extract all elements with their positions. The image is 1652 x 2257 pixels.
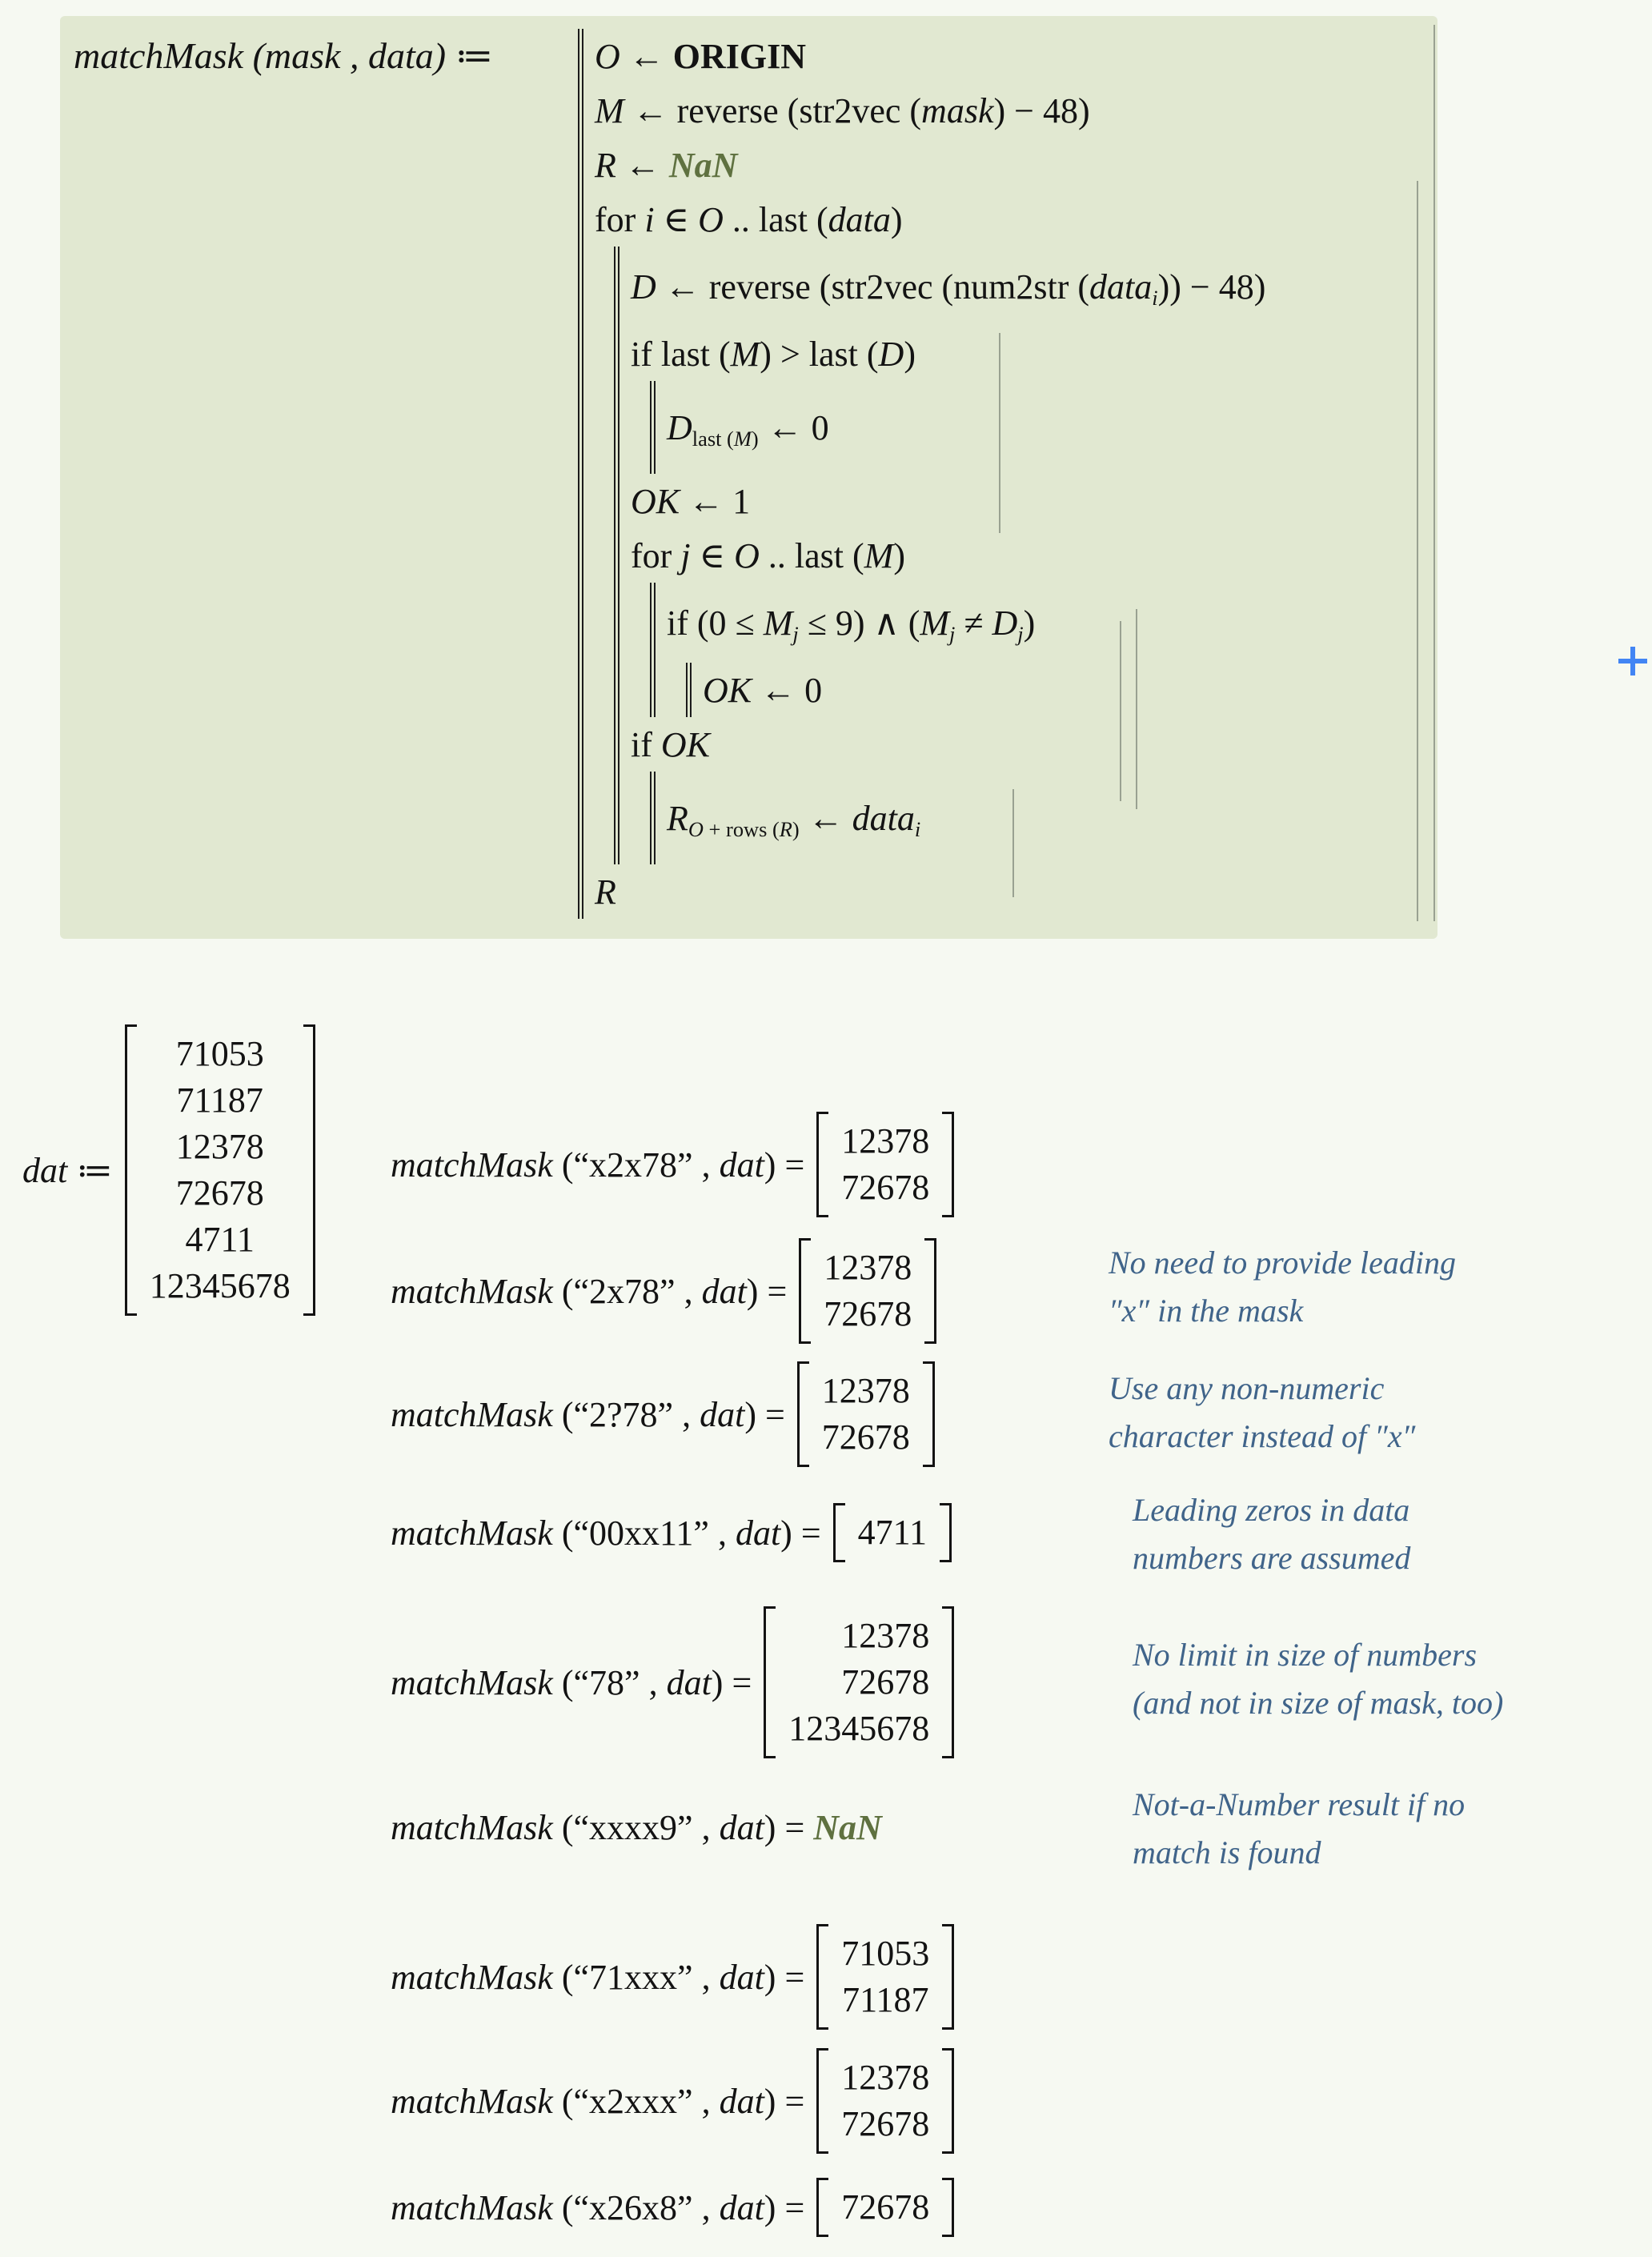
program-line: O ← ORIGIN	[595, 36, 807, 76]
function-call: matchMask (“xxxx9” , dat) =	[391, 1807, 814, 1847]
program-line: OK ← 0	[703, 670, 823, 710]
annotation-text[interactable]: No limit in size of numbers (and not in …	[1133, 1637, 1504, 1721]
program-lhs: matchMask (mask , data) ≔	[74, 35, 503, 76]
program-extent-line	[1417, 181, 1418, 921]
function-call: matchMask (“2?78” , dat) =	[391, 1394, 794, 1434]
program-extent-line	[1136, 609, 1137, 809]
crosshair-vertical-bar	[1630, 647, 1635, 675]
mask-string: “71xxx”	[573, 1957, 693, 1997]
mask-string: “xxxx9”	[573, 1807, 693, 1847]
program-extent-line	[999, 333, 1000, 533]
program-line: M ← reverse (str2vec (mask) − 48)	[595, 90, 1090, 130]
mask-string: “78”	[573, 1662, 640, 1702]
program-line: R ← NaN	[595, 145, 738, 185]
crosshair-cursor-icon	[1618, 647, 1647, 675]
function-call: matchMask (“2x78” , dat) =	[391, 1271, 796, 1311]
annotation-text[interactable]: Use any non-numeric character instead of…	[1109, 1370, 1416, 1454]
program-line: OK ← 1	[631, 481, 751, 521]
result-vector: 72678	[816, 2178, 955, 2237]
annotation-text[interactable]: Leading zeros in data numbers are assume…	[1133, 1492, 1411, 1576]
assign-operator: ≔	[67, 1150, 122, 1190]
program-extent-line	[1120, 621, 1121, 801]
mask-string: “2?78”	[573, 1394, 674, 1434]
program-body: O ← ORIGIN M ← reverse (str2vec (mask) −…	[578, 29, 1265, 919]
left-bracket	[124, 1024, 137, 1316]
program-extent-line	[1433, 25, 1435, 921]
program-line: for j ∈ O .. last (M)	[631, 535, 905, 575]
function-call: matchMask (“71xxx” , dat) =	[391, 1957, 814, 1997]
function-call: matchMask (“x2x78” , dat) =	[391, 1145, 814, 1185]
annotation-text[interactable]: No need to provide leading ″x″ in the ma…	[1109, 1245, 1456, 1329]
program-line: R	[595, 872, 616, 912]
if-body: OK ← 0	[686, 663, 1265, 717]
program-line: for i ∈ O .. last (data)	[595, 199, 903, 239]
mask-string: “2x78”	[573, 1271, 676, 1311]
math-region-example-4[interactable]: matchMask (“00xx11” , dat) = 4711	[391, 1503, 952, 1562]
program-line: if last (M) > last (D)	[631, 334, 916, 374]
math-region-example-9[interactable]: matchMask (“x26x8” , dat) = 72678	[391, 2178, 955, 2237]
mask-string: “x26x8”	[573, 2187, 693, 2227]
mask-string: “00xx11”	[573, 1513, 709, 1553]
annotation-text[interactable]: Not-a-Number result if no match is found	[1133, 1786, 1466, 1870]
function-call: matchMask (“78” , dat) =	[391, 1662, 761, 1702]
program-extent-line	[1012, 789, 1014, 897]
math-region-example-6[interactable]: matchMask (“xxxx9” , dat) = NaN	[391, 1799, 882, 1855]
mask-string: “x2xxx”	[573, 2081, 693, 2121]
right-bracket	[303, 1024, 315, 1316]
nan-result: NaN	[813, 1807, 882, 1847]
variable-name: dat	[22, 1150, 68, 1190]
result-vector: 4711	[832, 1503, 952, 1562]
function-call: matchMask (“x2xxx” , dat) =	[391, 2081, 814, 2121]
program-definition-region[interactable]: matchMask (mask , data) ≔ O ← ORIGIN M ←…	[60, 16, 1437, 939]
function-call: matchMask (“x26x8” , dat) =	[391, 2187, 814, 2227]
program-line: if OK	[631, 724, 711, 764]
mask-string: “x2x78”	[573, 1145, 693, 1185]
function-call: matchMask (“00xx11” , dat) =	[391, 1513, 830, 1553]
